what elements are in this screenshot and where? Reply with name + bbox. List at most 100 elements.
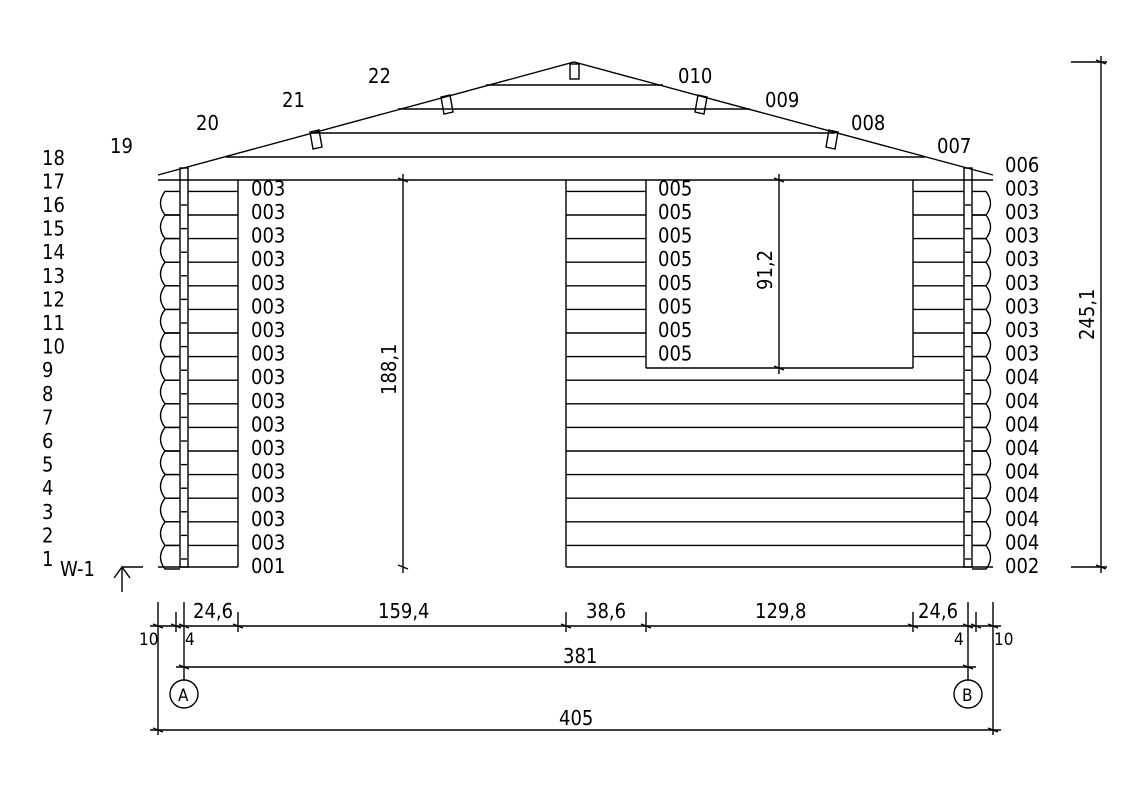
- log-code-right: 006: [1005, 153, 1039, 177]
- segment-ticks: [152, 623, 999, 629]
- log-end-left: [159, 237, 180, 263]
- gable-number-21: 21: [282, 88, 305, 112]
- dim-tick: [907, 623, 919, 629]
- gable-code-010: 010: [678, 64, 712, 88]
- purlin-left-lower: [309, 129, 323, 150]
- gable-roof-line: [157, 61, 994, 176]
- dim-tick: [987, 623, 999, 629]
- log-code-right: 003: [1005, 294, 1039, 318]
- log-end-left: [159, 403, 180, 429]
- log-code-left: 001: [251, 554, 285, 578]
- dim-tick: [773, 365, 785, 371]
- log-end-right: [972, 544, 992, 570]
- log-code-right: 004: [1005, 460, 1039, 484]
- total-height-label: 245,1: [1075, 289, 1099, 341]
- log-code-right: 003: [1005, 342, 1039, 366]
- log-end-left: [159, 190, 180, 216]
- log-code-right: 004: [1005, 389, 1039, 413]
- log-end-left: [159, 544, 180, 570]
- gable-code-009: 009: [765, 88, 799, 112]
- log-code-right: 004: [1005, 507, 1039, 531]
- log-end-left: [159, 355, 180, 381]
- vertical-dimensions: 188,1 91,2 245,1: [377, 56, 1107, 573]
- gable-number-20: 20: [196, 111, 219, 135]
- dim-tick: [178, 664, 190, 670]
- log-code-left: 003: [251, 460, 285, 484]
- log-end-left: [159, 332, 180, 358]
- log-code-window: 005: [658, 294, 692, 318]
- log-code-right: 004: [1005, 412, 1039, 436]
- axis-label-a: A: [178, 686, 189, 706]
- row-number: 15: [42, 217, 65, 241]
- dim-tick: [640, 623, 652, 629]
- log-code-left: 003: [251, 530, 285, 554]
- log-code-left: 003: [251, 271, 285, 295]
- wall-id-label: W-1: [60, 557, 95, 581]
- log-code-window: 005: [658, 342, 692, 366]
- log-code-right: 003: [1005, 224, 1039, 248]
- log-end-left: [159, 473, 180, 499]
- row-number: 12: [42, 287, 65, 311]
- log-code-right: 004: [1005, 530, 1039, 554]
- log-end-right: [972, 308, 992, 334]
- row-number: 14: [42, 240, 65, 264]
- log-end-left: [159, 450, 180, 476]
- log-code-right: 003: [1005, 176, 1039, 200]
- log-end-left: [159, 379, 180, 405]
- dim-tick: [1095, 564, 1107, 570]
- log-code-window: 005: [658, 224, 692, 248]
- log-code-left: 003: [251, 412, 285, 436]
- log-end-left: [159, 426, 180, 452]
- row-number: 4: [42, 476, 53, 500]
- dim-tick: [962, 623, 974, 629]
- dim-tick: [773, 177, 785, 183]
- dim-tick: [232, 623, 244, 629]
- dim-post-right: 4: [954, 630, 964, 650]
- gable-code-007: 007: [937, 134, 971, 158]
- dim-post-left: 4: [185, 630, 195, 650]
- window-height-label: 91,2: [753, 250, 777, 290]
- log-code-left: 003: [251, 365, 285, 389]
- dim-tick: [1095, 59, 1107, 65]
- dim-tick: [970, 623, 982, 629]
- gable-number-19: 19: [110, 134, 133, 158]
- row-number: 18: [42, 146, 65, 170]
- row-number: 7: [42, 405, 53, 429]
- log-code-left: 003: [251, 318, 285, 342]
- log-end-right: [972, 521, 992, 547]
- log-end-right: [972, 379, 992, 405]
- log-code-left: 003: [251, 483, 285, 507]
- log-code-window: 005: [658, 247, 692, 271]
- wall-structure: [113, 61, 994, 592]
- log-end-right: [972, 261, 992, 287]
- log-end-right: [972, 450, 992, 476]
- log-code-left: 003: [251, 389, 285, 413]
- log-code-right: 003: [1005, 200, 1039, 224]
- dim-24-6-right: 24,6: [918, 599, 958, 623]
- log-end-left: [159, 285, 180, 311]
- dim-tick: [397, 564, 409, 570]
- log-end-left: [159, 497, 180, 523]
- right-corner-post: [963, 167, 973, 568]
- dim-tick: [962, 664, 974, 670]
- row-number: 9: [42, 358, 53, 382]
- left-corner-post: [179, 167, 189, 568]
- log-code-left: 003: [251, 342, 285, 366]
- axis-label-b: B: [962, 686, 973, 706]
- log-code-left: 003: [251, 200, 285, 224]
- log-code-left: 003: [251, 224, 285, 248]
- log-code-window: 005: [658, 200, 692, 224]
- dim-tick: [560, 623, 572, 629]
- dim-tick: [397, 177, 409, 183]
- log-code-right: 004: [1005, 365, 1039, 389]
- door-height-label: 188,1: [377, 344, 401, 396]
- row-number: 5: [42, 453, 53, 477]
- row-number: 10: [42, 335, 65, 359]
- gable-labels: 19 20 21 22 010 009 008 007: [110, 64, 971, 158]
- log-code-window: 005: [658, 318, 692, 342]
- row-number: 2: [42, 523, 53, 547]
- dim-tick: [170, 623, 182, 629]
- row-number: 6: [42, 429, 53, 453]
- log-code-right: 004: [1005, 483, 1039, 507]
